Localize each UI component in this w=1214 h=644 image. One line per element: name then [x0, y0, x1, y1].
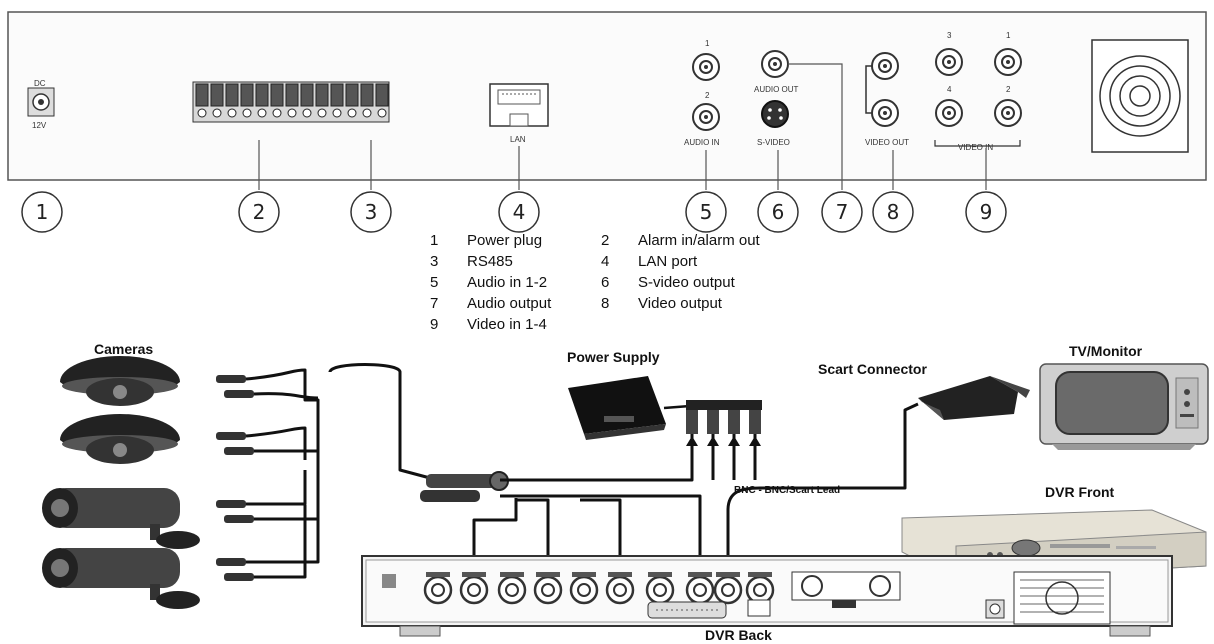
audio-in-2-connector-icon — [692, 103, 720, 131]
video-in-ch2-label: 2 — [1006, 85, 1011, 94]
video-in-1-connector-icon — [994, 48, 1022, 76]
video-cables — [472, 402, 919, 576]
callout-number: 3 — [365, 200, 378, 224]
power-supply-splitter-icon — [663, 400, 762, 434]
audio-in-label: AUDIO IN — [684, 138, 720, 147]
dome-camera-2-icon — [60, 414, 180, 464]
alarm-terminal-block — [192, 81, 390, 123]
audio-in-1-connector-icon — [692, 53, 720, 81]
fan-vent-icon — [1091, 39, 1189, 153]
legend-number-5: 5 — [430, 274, 438, 291]
audio-in-ch2-label: 2 — [705, 91, 710, 100]
power-cables — [500, 434, 761, 482]
scart-connector-icon — [918, 376, 1030, 420]
audio-out-label: AUDIO OUT — [754, 85, 799, 94]
video-in-3-connector-icon — [935, 48, 963, 76]
video-in-ch1-label: 1 — [1006, 31, 1011, 40]
callout-number: 7 — [836, 200, 849, 224]
legend-text-7: Audio output — [467, 295, 552, 312]
callout-7: 7 — [821, 191, 863, 233]
callout-8: 8 — [872, 191, 914, 233]
video-in-ch4-label: 4 — [947, 85, 952, 94]
power-supply-icon — [568, 376, 666, 440]
callout-number: 6 — [772, 200, 785, 224]
legend-number-3: 3 — [430, 253, 438, 270]
bnc-lead-label: BNC - BNC/Scart Lead — [734, 485, 840, 496]
callout-2: 2 — [238, 191, 280, 233]
dome-camera-1-icon — [60, 356, 180, 406]
video-out-label: VIDEO OUT — [865, 138, 909, 147]
camera-cables — [245, 363, 431, 579]
power-supply-label: Power Supply — [567, 349, 660, 365]
audio-out-connector-icon — [761, 50, 789, 78]
legend-text-3: RS485 — [467, 253, 513, 270]
legend-number-6: 6 — [601, 274, 609, 291]
rear-panel: DC 12V LAN 1 2 AUDIO IN — [7, 11, 1207, 181]
cameras-label: Cameras — [94, 341, 153, 357]
legend-text-1: Power plug — [467, 232, 542, 249]
legend-text-2: Alarm in/alarm out — [638, 232, 761, 249]
dc-label: DC — [34, 79, 46, 88]
video-in-4-connector-icon — [935, 99, 963, 127]
legend-number-8: 8 — [601, 295, 609, 312]
dvr-back-label: DVR Back — [705, 627, 772, 643]
bnc-adapter-icon — [420, 471, 509, 502]
bullet-camera-2-icon — [42, 548, 200, 609]
scart-connector-label: Scart Connector — [818, 361, 927, 377]
legend-text-6: S-video output — [638, 274, 736, 291]
dvr-front-label: DVR Front — [1045, 484, 1115, 500]
callout-4: 4 — [498, 191, 540, 233]
callout-9: 9 — [965, 191, 1007, 233]
callout-number: 4 — [513, 200, 526, 224]
callout-number: 8 — [887, 200, 900, 224]
legend-text-8: Video output — [638, 295, 723, 312]
legend-number-1: 1 — [430, 232, 438, 249]
video-in-ch3-label: 3 — [947, 31, 952, 40]
audio-in-ch1-label: 1 — [705, 39, 710, 48]
legend-text-9: Video in 1-4 — [467, 316, 547, 333]
lan-label: LAN — [510, 135, 526, 144]
legend-text-5: Audio in 1-2 — [467, 274, 547, 291]
callout-number: 9 — [980, 200, 993, 224]
legend-number-4: 4 — [601, 253, 609, 270]
video-out-2-connector-icon — [871, 99, 899, 127]
component-legend: 1 Power plug 2 Alarm in/alarm out 3 RS485 4 LAN… — [430, 232, 761, 333]
tv-monitor-icon — [1039, 363, 1209, 450]
callout-number: 5 — [700, 200, 713, 224]
voltage-label: 12V — [32, 121, 47, 130]
legend-text-4: LAN port — [638, 253, 698, 270]
svideo-label: S-VIDEO — [757, 138, 790, 147]
callout-leader-lines — [258, 63, 987, 190]
callout-number: 1 — [36, 200, 49, 224]
callout-markers: 1 2 3 4 5 6 7 8 9 — [21, 191, 1007, 233]
tv-monitor-label: TV/Monitor — [1069, 343, 1143, 359]
legend-number-9: 9 — [430, 316, 438, 333]
bullet-camera-1-icon — [42, 488, 200, 549]
video-in-2-connector-icon — [994, 99, 1022, 127]
video-in-label: VIDEO IN — [958, 143, 993, 152]
power-plug-icon — [27, 87, 55, 117]
svideo-connector-icon — [761, 100, 789, 128]
legend-number-2: 2 — [601, 232, 609, 249]
lan-port-icon — [489, 83, 549, 127]
callout-5: 5 — [685, 191, 727, 233]
callout-number: 2 — [253, 200, 266, 224]
camera-plugs — [216, 375, 254, 581]
legend-number-7: 7 — [430, 295, 438, 312]
callout-3: 3 — [350, 191, 392, 233]
video-out-1-connector-icon — [871, 52, 899, 80]
callout-6: 6 — [757, 191, 799, 233]
callout-1: 1 — [21, 191, 63, 233]
dvr-back-unit-icon — [361, 555, 1173, 637]
